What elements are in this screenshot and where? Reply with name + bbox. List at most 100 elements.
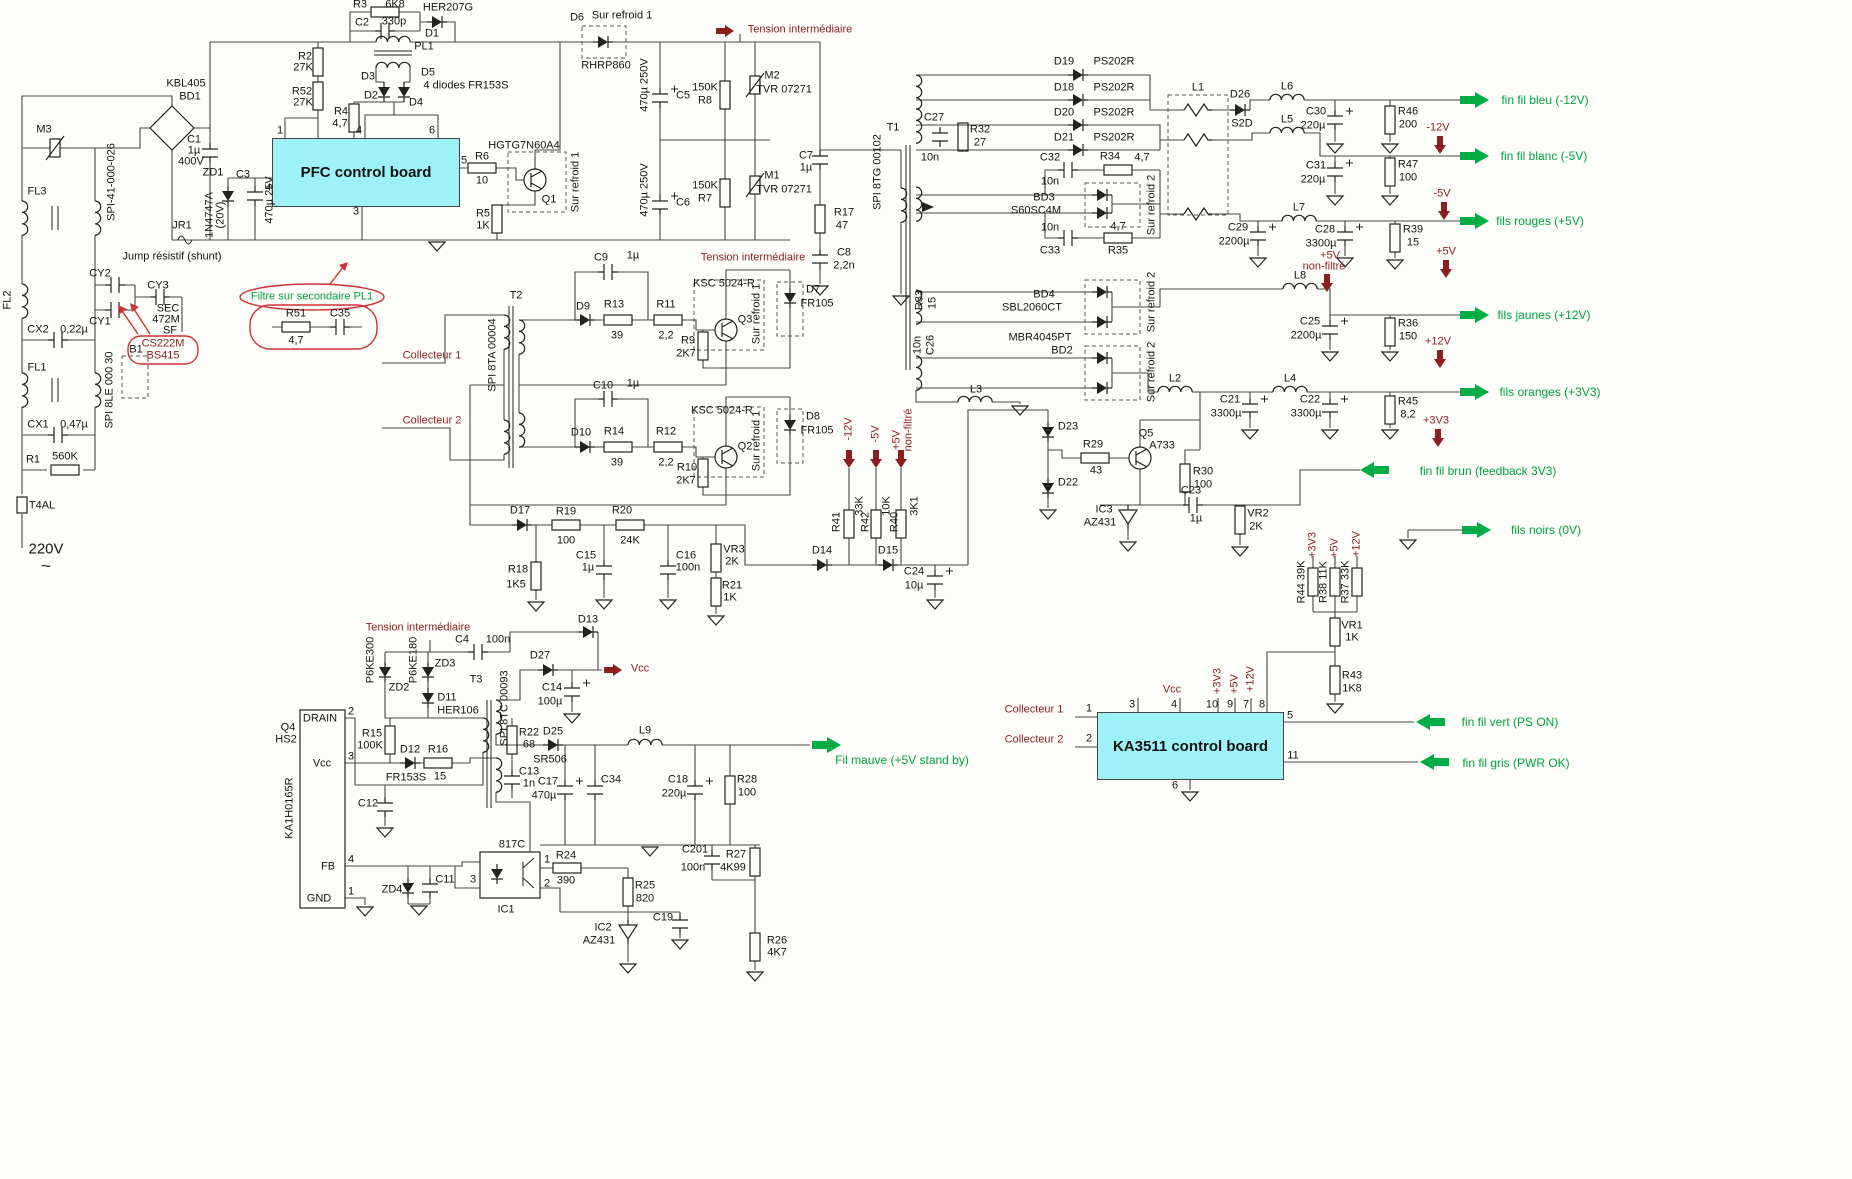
label-4-7: 4,7 xyxy=(332,117,348,130)
label-2: 2 xyxy=(543,877,551,890)
label-ic3: IC3 xyxy=(1095,503,1113,516)
label-mbr4045pt: MBR4045PT xyxy=(1008,331,1072,344)
label-sur-refroid-2: Sur refroid 2 xyxy=(1145,341,1158,403)
label-7: 7 xyxy=(1242,698,1250,711)
label-bd2: BD2 xyxy=(1051,344,1073,357)
callouts xyxy=(118,262,385,365)
label-t4al: T4AL xyxy=(28,499,56,512)
label-200: 200 xyxy=(1398,118,1418,131)
label-vr3: VR3 xyxy=(723,543,745,556)
label-m1: M1 xyxy=(764,169,780,182)
label-r52: R52 xyxy=(291,85,313,98)
label-vr1: VR1 xyxy=(1341,619,1363,632)
label-d1: D1 xyxy=(424,27,440,40)
label-c29: C29 xyxy=(1227,221,1249,234)
label-15: 15 xyxy=(433,770,447,783)
label-d22: D22 xyxy=(1057,476,1079,489)
label-spi-8tc-00093: SPI 8TC 00093 xyxy=(498,670,511,746)
label-10n: 10n xyxy=(920,151,940,164)
label-d23: D23 xyxy=(1057,420,1079,433)
wires-mid-chain xyxy=(469,409,1048,614)
label-r46: R46 xyxy=(1397,105,1419,118)
label-zd1: ZD1 xyxy=(202,166,224,179)
label-r7: R7 xyxy=(697,192,713,205)
label-ksc-5024-r: KSC 5024-R xyxy=(693,277,755,290)
label-r20: R20 xyxy=(611,504,633,517)
label-c10: C10 xyxy=(592,379,614,392)
label-68: 68 xyxy=(522,738,536,751)
label-3k1: 3K1 xyxy=(908,496,921,516)
label-15: 15 xyxy=(1406,236,1420,249)
label-hs2: HS2 xyxy=(275,733,297,746)
label-cs222m: CS222M xyxy=(141,337,185,350)
label-c2: C2 xyxy=(354,16,370,29)
label-fin-fil-gris-pwr-ok-: fin fil gris (PWR OK) xyxy=(1462,756,1570,770)
label-+5v: +5V xyxy=(890,430,903,450)
label-q4: Q4 xyxy=(280,721,296,734)
label--12v: -12V xyxy=(842,417,855,441)
label-2k: 2K xyxy=(725,555,739,568)
label-4-7: 4,7 xyxy=(288,334,304,347)
label-l8: L8 xyxy=(1293,269,1307,282)
label-cy3: CY3 xyxy=(147,279,169,292)
label-r41: R41 xyxy=(830,511,843,533)
label-100n: 100n xyxy=(680,861,706,874)
label-jump-r-sistif-shunt-: Jump résistif (shunt) xyxy=(122,250,222,263)
label-2k7: 2K7 xyxy=(676,474,696,487)
label-3: 3 xyxy=(469,873,477,886)
label-r27: R27 xyxy=(725,848,747,861)
label-r25: R25 xyxy=(634,879,656,892)
label-2-2: 2,2 xyxy=(658,456,674,469)
label-fils-rouges-+5v-: fils rouges (+5V) xyxy=(1496,214,1584,228)
label-r10: R10 xyxy=(676,461,698,474)
label-s60sc4m: S60SC4M xyxy=(1010,204,1062,217)
label-c22: C22 xyxy=(1299,393,1321,406)
label-t1: T1 xyxy=(886,121,900,134)
label-fr105: FR105 xyxy=(800,424,834,437)
label-2k: 2K xyxy=(1249,520,1263,533)
label-r15: R15 xyxy=(361,727,383,740)
label-817c: 817C xyxy=(498,838,526,851)
label-150: 150 xyxy=(1398,330,1418,343)
label-sur-refroid-2: Sur refroid 2 xyxy=(1145,174,1158,236)
label-c28: C28 xyxy=(1314,223,1336,236)
label-az431: AZ431 xyxy=(1083,516,1117,529)
label-a733: A733 xyxy=(1149,439,1175,452)
label-r30: R30 xyxy=(1192,465,1214,478)
label-ps202r: PS202R xyxy=(1093,55,1135,68)
label-1-: 1µ xyxy=(581,561,595,574)
label-zd2: ZD2 xyxy=(388,681,410,694)
label-fin-fil-vert-ps-on-: fin fil vert (PS ON) xyxy=(1461,715,1559,729)
label-collecteur-2: Collecteur 2 xyxy=(402,414,462,427)
label--20v-: (20V) xyxy=(214,201,227,229)
label-27k: 27K xyxy=(293,96,313,109)
label-d19: D19 xyxy=(1053,55,1075,68)
label-+3v3: +3V3 xyxy=(1306,532,1319,558)
label-400v: 400V xyxy=(178,155,204,168)
label-c15: C15 xyxy=(575,549,597,562)
label-c32: C32 xyxy=(1039,151,1061,164)
label-r11: R11 xyxy=(656,298,676,311)
label-spi-8le-000-30: SPI 8LE 000 30 xyxy=(103,351,116,429)
label-fil-mauve-+5v-stand-by-: Fil mauve (+5V stand by) xyxy=(835,753,969,767)
label-2-2n: 2,2n xyxy=(833,259,855,272)
label-9: 9 xyxy=(1226,698,1234,711)
label-d15: D15 xyxy=(877,544,899,557)
label-100: 100 xyxy=(1398,171,1418,184)
label-p6ke180: P6KE180 xyxy=(407,636,420,684)
label-r43: R43 xyxy=(1341,669,1363,682)
label-1k5: 1K5 xyxy=(506,578,526,591)
label-r12: R12 xyxy=(655,425,677,438)
label-c23: C23 xyxy=(1180,484,1202,497)
label-c34: C34 xyxy=(600,773,622,786)
label-0-47-: 0,47µ xyxy=(60,418,88,431)
label-d4: D4 xyxy=(408,96,424,109)
label-2200-: 2200µ xyxy=(1218,235,1250,248)
label-c19: C19 xyxy=(652,911,674,924)
label-c201: C201 xyxy=(681,843,709,856)
label-r38-11k: R38 11K xyxy=(1317,561,1330,603)
label-vcc: Vcc xyxy=(312,757,332,770)
label-100k: 100K xyxy=(357,739,383,752)
label-spi-8ta-00004: SPI 8TA 00004 xyxy=(486,318,499,392)
